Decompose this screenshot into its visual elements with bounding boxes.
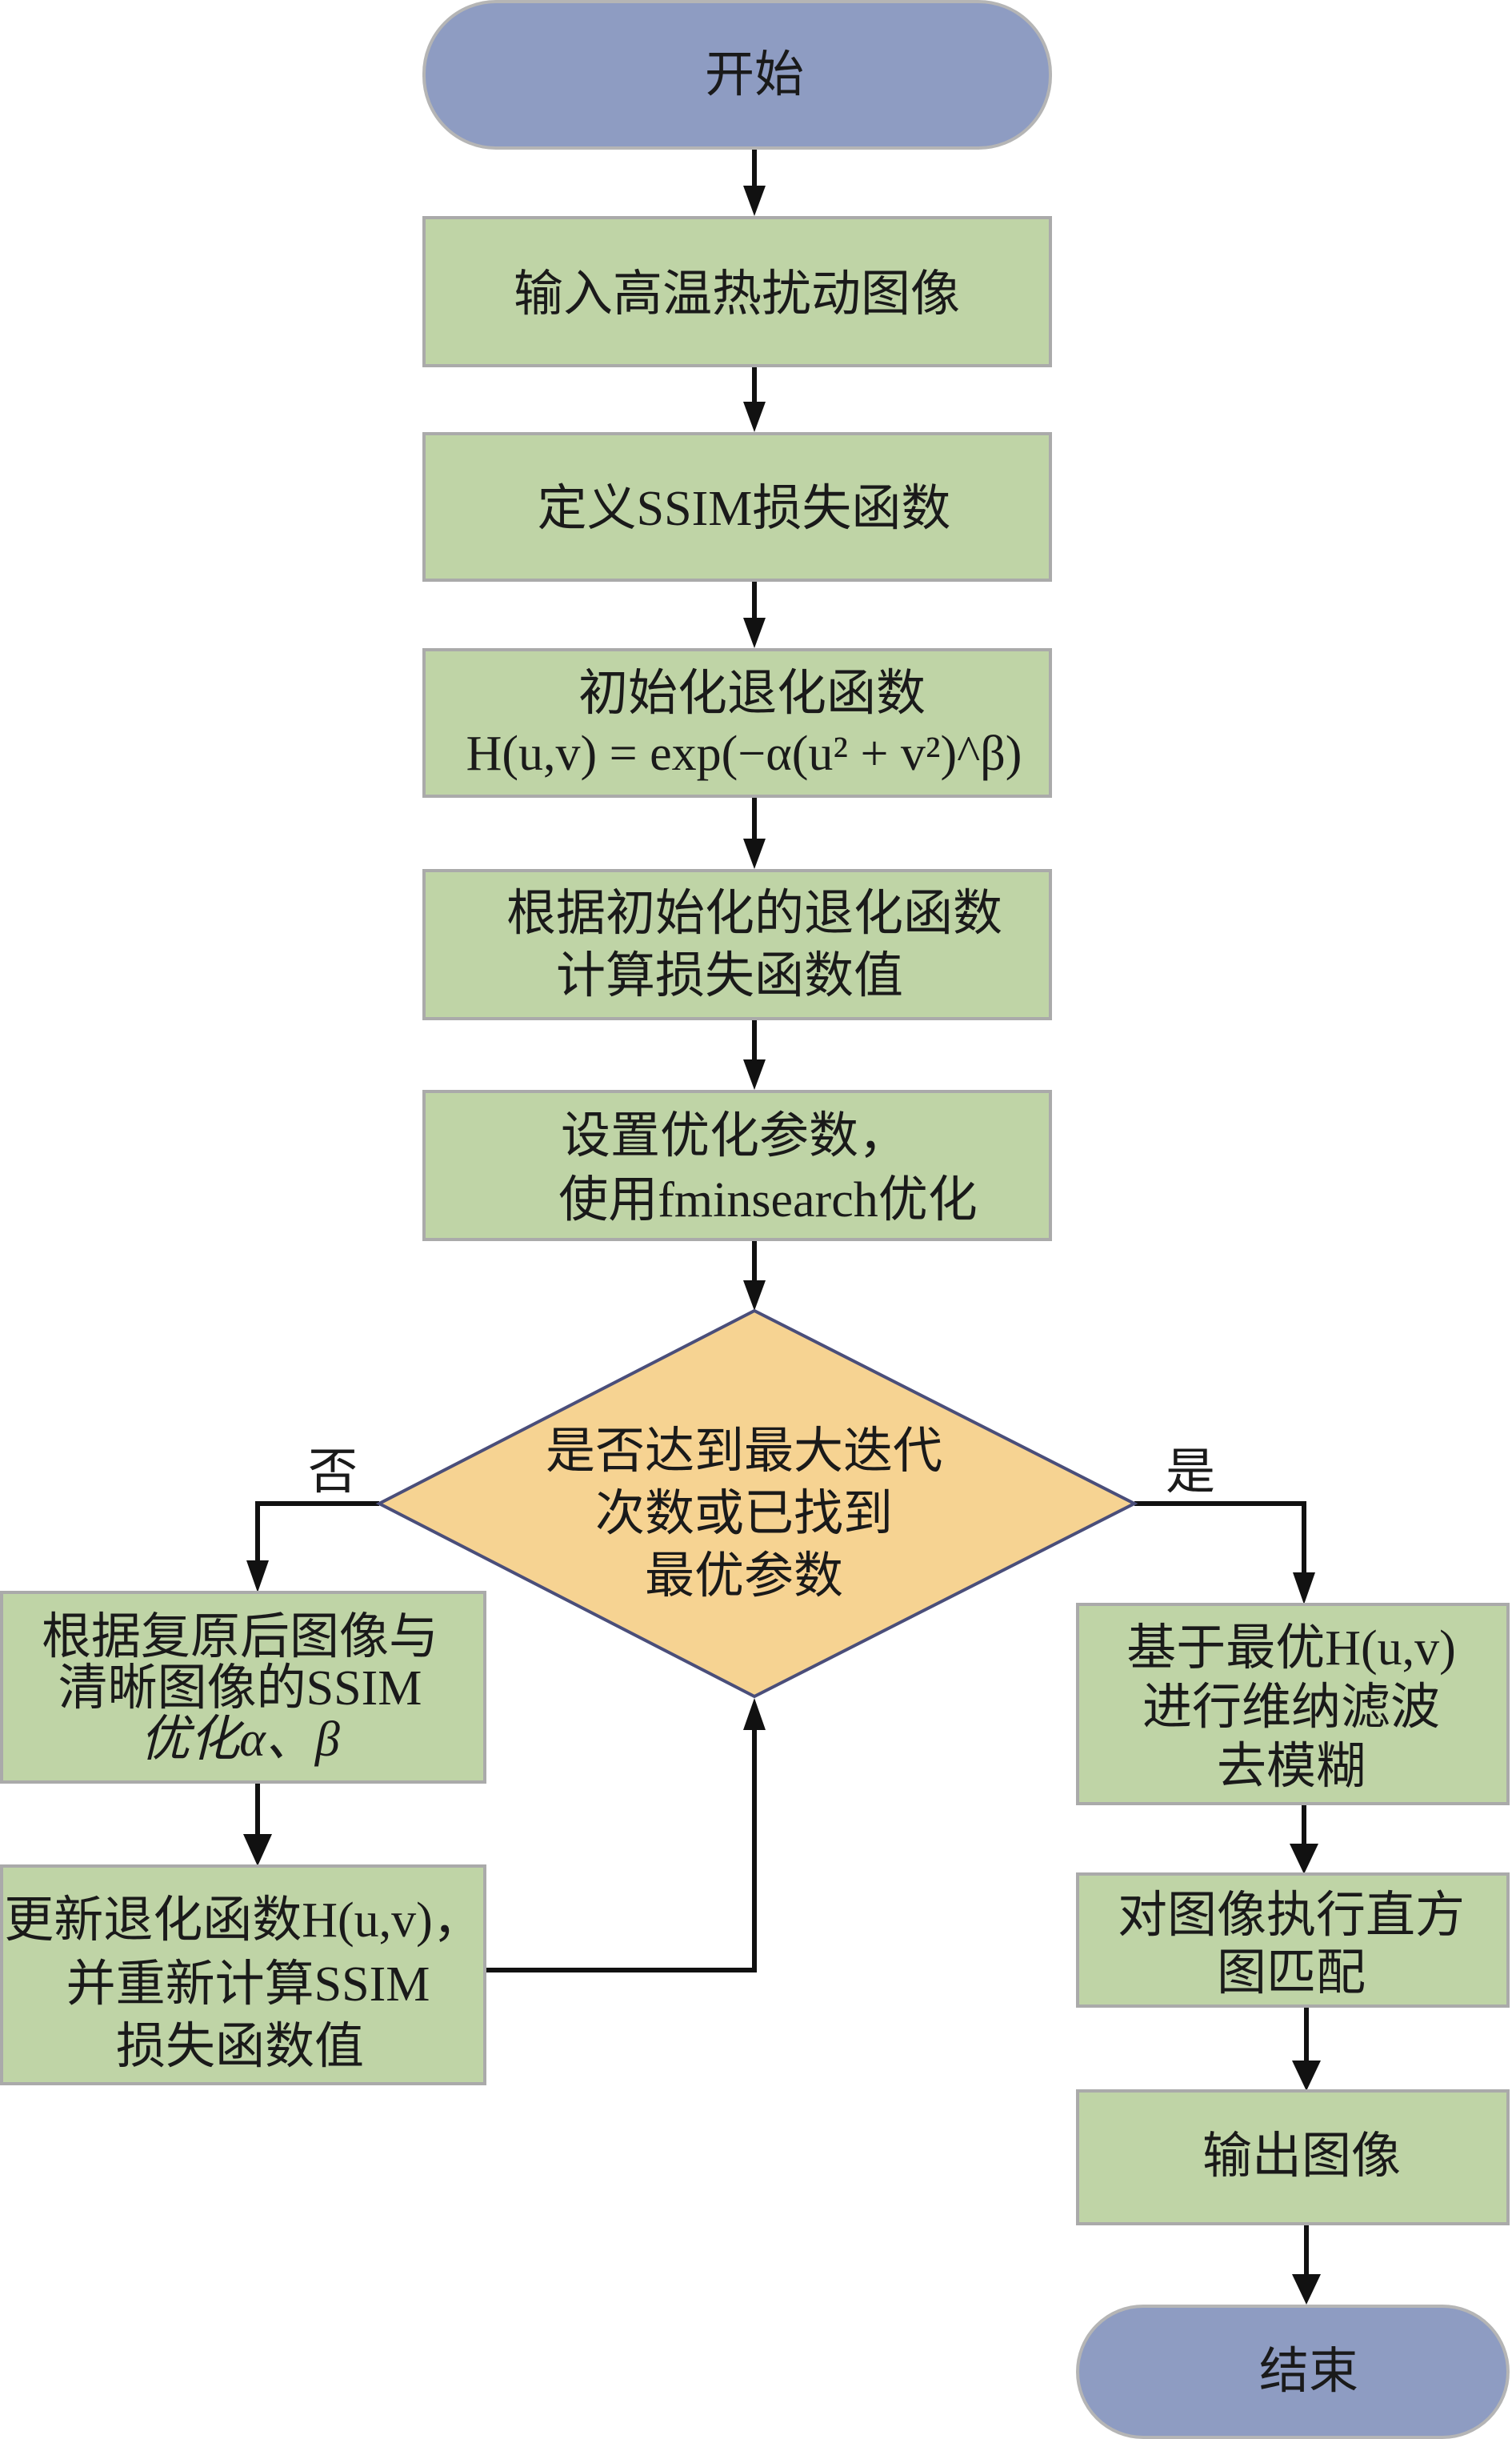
process-box (422, 432, 1052, 582)
node-input: 输入高温热扰动图像 (422, 216, 1052, 367)
arrow-head (743, 186, 766, 216)
decision-diamond (375, 1308, 1138, 1699)
node-input-label: 输入高温热扰动图像 (514, 267, 960, 322)
process-box (422, 1090, 1052, 1241)
node-output-label: 输出图像 (1202, 2129, 1401, 2184)
node-wiener-line2: 进行维纳滤波 (1142, 1680, 1440, 1735)
arrow-head (743, 402, 766, 432)
arrow-head (743, 1698, 766, 1730)
node-histmatch-line1: 对图像执行直方 (1118, 1888, 1465, 1943)
arrow-head (1292, 2061, 1321, 2091)
node-start: 开始 (422, 0, 1052, 150)
connectors (243, 148, 1321, 2305)
terminal-shape (422, 0, 1052, 150)
node-wiener-line1: 基于最优H(u,v) (1126, 1621, 1456, 1676)
arrow-head (246, 1560, 269, 1592)
terminal-shape (1076, 2305, 1510, 2439)
node-wiener: 基于最优H(u,v) 进行维纳滤波 去模糊 (1076, 1603, 1510, 1805)
process-box (1076, 1872, 1510, 2008)
node-set-params: 设置优化参数， 使用fminsearch优化 (422, 1090, 1052, 1241)
node-decision-line1: 是否达到最大迭代 (546, 1424, 942, 1479)
node-update-line1: 更新退化函数H(u,v)， (4, 1893, 482, 1948)
node-end: 结束 (1076, 2305, 1510, 2439)
edge-label-yes: 是 (1166, 1445, 1215, 1500)
node-define-loss: 定义SSIM损失函数 (422, 432, 1052, 582)
node-decision: 是否达到最大迭代 次数或已找到 最优参数 (375, 1308, 1138, 1699)
process-box (0, 1591, 486, 1784)
edge-update-decision (485, 1730, 757, 1972)
node-update: 更新退化函数H(u,v)， 并重新计算SSIM 损失函数值 (0, 1864, 486, 2085)
arrow-head (1290, 1844, 1318, 1874)
node-optimize-line1: 根据复原后图像与 (42, 1610, 438, 1664)
node-decision-line3: 最优参数 (645, 1549, 843, 1604)
node-optimize-line3: 优化α、β (140, 1712, 340, 1767)
process-box (422, 648, 1052, 798)
node-init-degradation-formula: H(u,v) = exp(−α(u² + v²)^β) (466, 727, 1022, 781)
edge-label-no: 否 (308, 1445, 358, 1500)
node-optimize: 根据复原后图像与 清晰图像的SSIM 优化α、β (0, 1591, 486, 1784)
process-box (1076, 2089, 1510, 2225)
node-set-params-line2: 使用fminsearch优化 (558, 1173, 977, 1228)
edge-decision-optimize (255, 1501, 379, 1560)
node-decision-line2: 次数或已找到 (595, 1487, 893, 1541)
node-compute-loss-line1: 根据初始化的退化函数 (506, 887, 1002, 941)
node-histmatch-line2: 图匹配 (1217, 1946, 1366, 2000)
node-output: 输出图像 (1076, 2089, 1510, 2225)
arrow-head (243, 1834, 272, 1866)
node-wiener-line3: 去模糊 (1217, 1740, 1366, 1794)
arrow-head (743, 839, 766, 869)
arrow-head (1293, 1572, 1315, 1604)
process-box (0, 1864, 486, 2085)
arrow-head (1292, 2274, 1321, 2305)
node-update-line3: 损失函数值 (116, 2020, 364, 2074)
node-init-degradation-line1: 初始化退化函数 (578, 667, 926, 721)
process-box (1076, 1603, 1510, 1805)
node-start-label: 开始 (705, 48, 804, 102)
edge-decision-wiener (1134, 1501, 1306, 1572)
node-optimize-line2: 清晰图像的SSIM (58, 1661, 422, 1716)
node-compute-loss-line2: 计算损失函数值 (556, 949, 903, 1003)
node-update-line2: 并重新计算SSIM (66, 1957, 430, 2012)
node-init-degradation: 初始化退化函数 H(u,v) = exp(−α(u² + v²)^β) (422, 648, 1052, 798)
node-histmatch: 对图像执行直方 图匹配 (1076, 1872, 1510, 2008)
node-set-params-line1: 设置优化参数， (561, 1109, 908, 1163)
node-define-loss-label: 定义SSIM损失函数 (538, 482, 951, 536)
arrow-head (743, 618, 766, 648)
process-box (422, 216, 1052, 367)
node-end-label: 结束 (1259, 2345, 1358, 2399)
process-box (422, 869, 1052, 1020)
arrow-head (743, 1059, 766, 1090)
node-compute-loss: 根据初始化的退化函数 计算损失函数值 (422, 869, 1052, 1020)
arrow-head (743, 1280, 766, 1311)
